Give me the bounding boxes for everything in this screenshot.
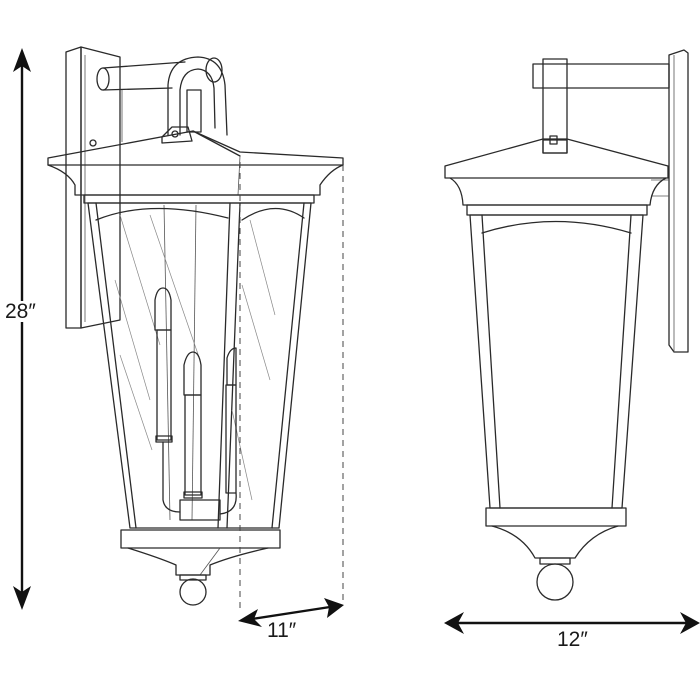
width-dimension-arrow xyxy=(444,612,700,634)
width-dimension-label: 12″ xyxy=(556,628,589,651)
front-lantern-view xyxy=(47,46,344,606)
side-lantern-view xyxy=(444,49,689,601)
side-mounting-arm xyxy=(532,63,670,197)
side-wall-plate xyxy=(668,49,689,353)
depth-guide-lines xyxy=(239,162,344,612)
side-roof xyxy=(444,138,669,216)
side-hanger-strap xyxy=(542,58,568,154)
depth-dimension-arrow xyxy=(238,598,344,627)
lantern-frame xyxy=(87,202,312,529)
lantern-base xyxy=(120,529,281,606)
mounting-arm xyxy=(96,61,186,142)
candle-bulbs xyxy=(154,287,237,521)
wall-backplate xyxy=(65,46,121,329)
height-dimension-arrow xyxy=(13,48,31,610)
side-body xyxy=(469,214,644,509)
hanger-hook xyxy=(161,56,228,144)
lantern-roof xyxy=(47,130,344,204)
glass-reflections xyxy=(114,214,276,501)
height-dimension-label: 28″ xyxy=(4,300,37,323)
side-base xyxy=(485,507,627,601)
depth-dimension-label: 11″ xyxy=(266,619,298,642)
